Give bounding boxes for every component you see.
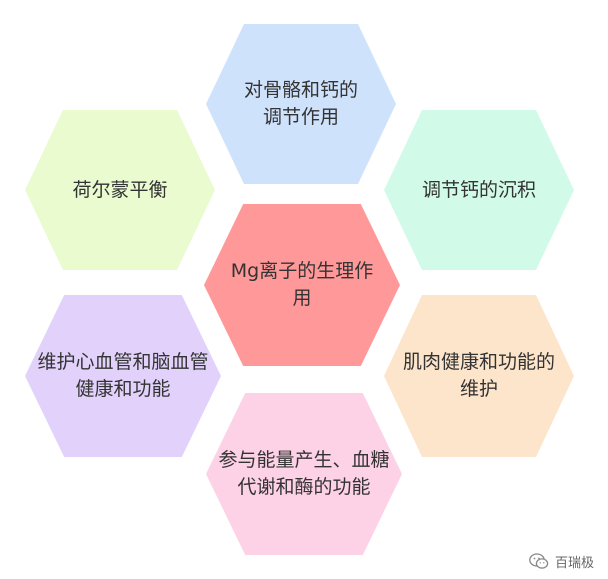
hexagon-right-top-label: 调节钙的沉积 [421, 178, 536, 201]
hexagon-left-top: 荷尔蒙平衡 [25, 110, 215, 270]
hexagon-center: Mg离子的生理作用 [204, 204, 400, 366]
hexagon-top-label: 对骨骼和钙的调节作用 [243, 79, 358, 128]
watermark-text: 百瑞极 [554, 556, 594, 571]
hexagon-top: 对骨骼和钙的调节作用 [206, 24, 396, 184]
hexagon-right-bottom-label: 肌肉健康和功能的维护 [402, 351, 555, 400]
hexagon-left-bottom-label: 维护心血管和脑血管健康和功能 [37, 351, 209, 400]
wechat-icon [529, 553, 549, 570]
hexagon-bottom: 参与能量产生、血糖代谢和酶的功能 [206, 393, 402, 555]
hexagon-right-bottom: 肌肉健康和功能的维护 [384, 295, 574, 457]
hexagon-bottom-label: 参与能量产生、血糖代谢和酶的功能 [218, 449, 390, 498]
hexagon-left-top-label: 荷尔蒙平衡 [72, 178, 168, 201]
watermark: 百瑞极 [529, 552, 594, 571]
hexagon-right-top: 调节钙的沉积 [384, 110, 574, 270]
hexagon-center-label: Mg离子的生理作用 [230, 260, 374, 309]
hexagon-left-bottom: 维护心血管和脑血管健康和功能 [25, 295, 221, 457]
